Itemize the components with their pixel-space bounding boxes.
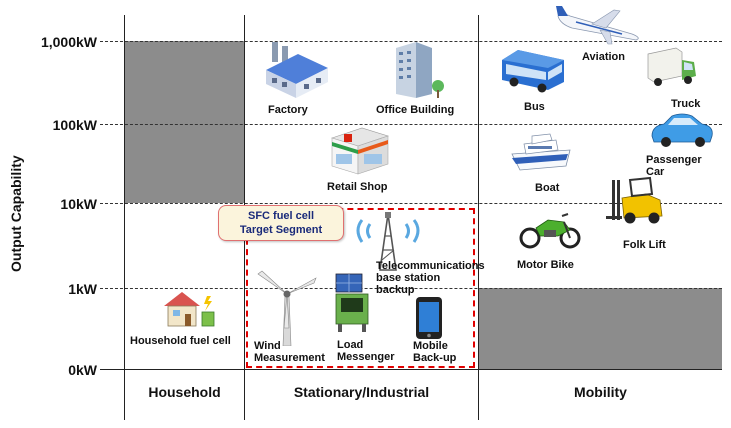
label-motor-bike: Motor Bike <box>517 259 574 271</box>
label-household-fuel-cell: Household fuel cell <box>130 335 231 347</box>
label-truck: Truck <box>671 98 701 110</box>
callout-line-2: Target Segment <box>239 224 323 236</box>
label-mobile-backup: Mobile Back-up <box>413 340 457 364</box>
boat-icon <box>511 133 571 171</box>
label-load-messenger: Load Messenger <box>337 339 395 363</box>
passenger-car-icon <box>651 113 713 147</box>
mobility-low-output-region <box>479 288 722 369</box>
category-stationary-industrial: Stationary/Industrial <box>293 384 430 400</box>
retail-shop-icon <box>331 127 389 175</box>
folk-lift-icon <box>606 176 663 224</box>
baseline-0kw <box>100 369 722 370</box>
gridline-1kw <box>100 288 722 289</box>
y-axis-line <box>124 15 125 420</box>
office-building-icon <box>396 42 444 98</box>
tick-1kw: 1kW <box>68 281 97 297</box>
bus-icon <box>502 50 564 93</box>
gridline-10kw <box>100 203 722 204</box>
label-wind-measurement: Wind Measurement <box>254 340 325 364</box>
label-bus: Bus <box>524 101 545 113</box>
y-axis-label: Output Capability <box>8 155 24 272</box>
truck-icon <box>647 47 696 86</box>
target-segment-box <box>246 208 475 368</box>
category-household: Household <box>148 384 221 400</box>
wind-turbine-icon <box>257 270 317 346</box>
gridline-100kw <box>100 124 722 125</box>
label-passenger-car: Passenger Car <box>646 154 702 178</box>
factory-icon <box>266 42 328 98</box>
tick-0kw: 0kW <box>68 362 97 378</box>
label-office-building: Office Building <box>376 104 455 116</box>
callout-line-1: SFC fuel cell <box>247 210 315 222</box>
label-boat: Boat <box>535 182 560 194</box>
gridline-1000kw <box>100 41 722 42</box>
label-factory: Factory <box>268 104 308 116</box>
label-telecom: Telecommunications base station backup <box>376 260 485 296</box>
target-segment-callout: SFC fuel cell Target Segment <box>218 205 344 241</box>
tick-1000kw: 1,000kW <box>40 34 97 50</box>
label-aviation: Aviation <box>582 51 625 63</box>
label-retail-shop: Retail Shop <box>327 181 388 193</box>
divider-stationary-mobility <box>478 15 479 420</box>
airplane-icon <box>556 6 639 45</box>
household-high-output-region <box>125 41 244 203</box>
telecom-tower-icon <box>356 212 420 271</box>
house-icon <box>164 292 215 327</box>
mobile-phone-icon <box>416 297 442 339</box>
tick-100kw: 100kW <box>52 117 97 133</box>
motor-bike-icon <box>519 213 581 249</box>
load-messenger-icon <box>335 273 369 332</box>
category-mobility: Mobility <box>574 384 627 400</box>
tick-10kw: 10kW <box>60 196 97 212</box>
label-folk-lift: Folk Lift <box>623 239 666 251</box>
